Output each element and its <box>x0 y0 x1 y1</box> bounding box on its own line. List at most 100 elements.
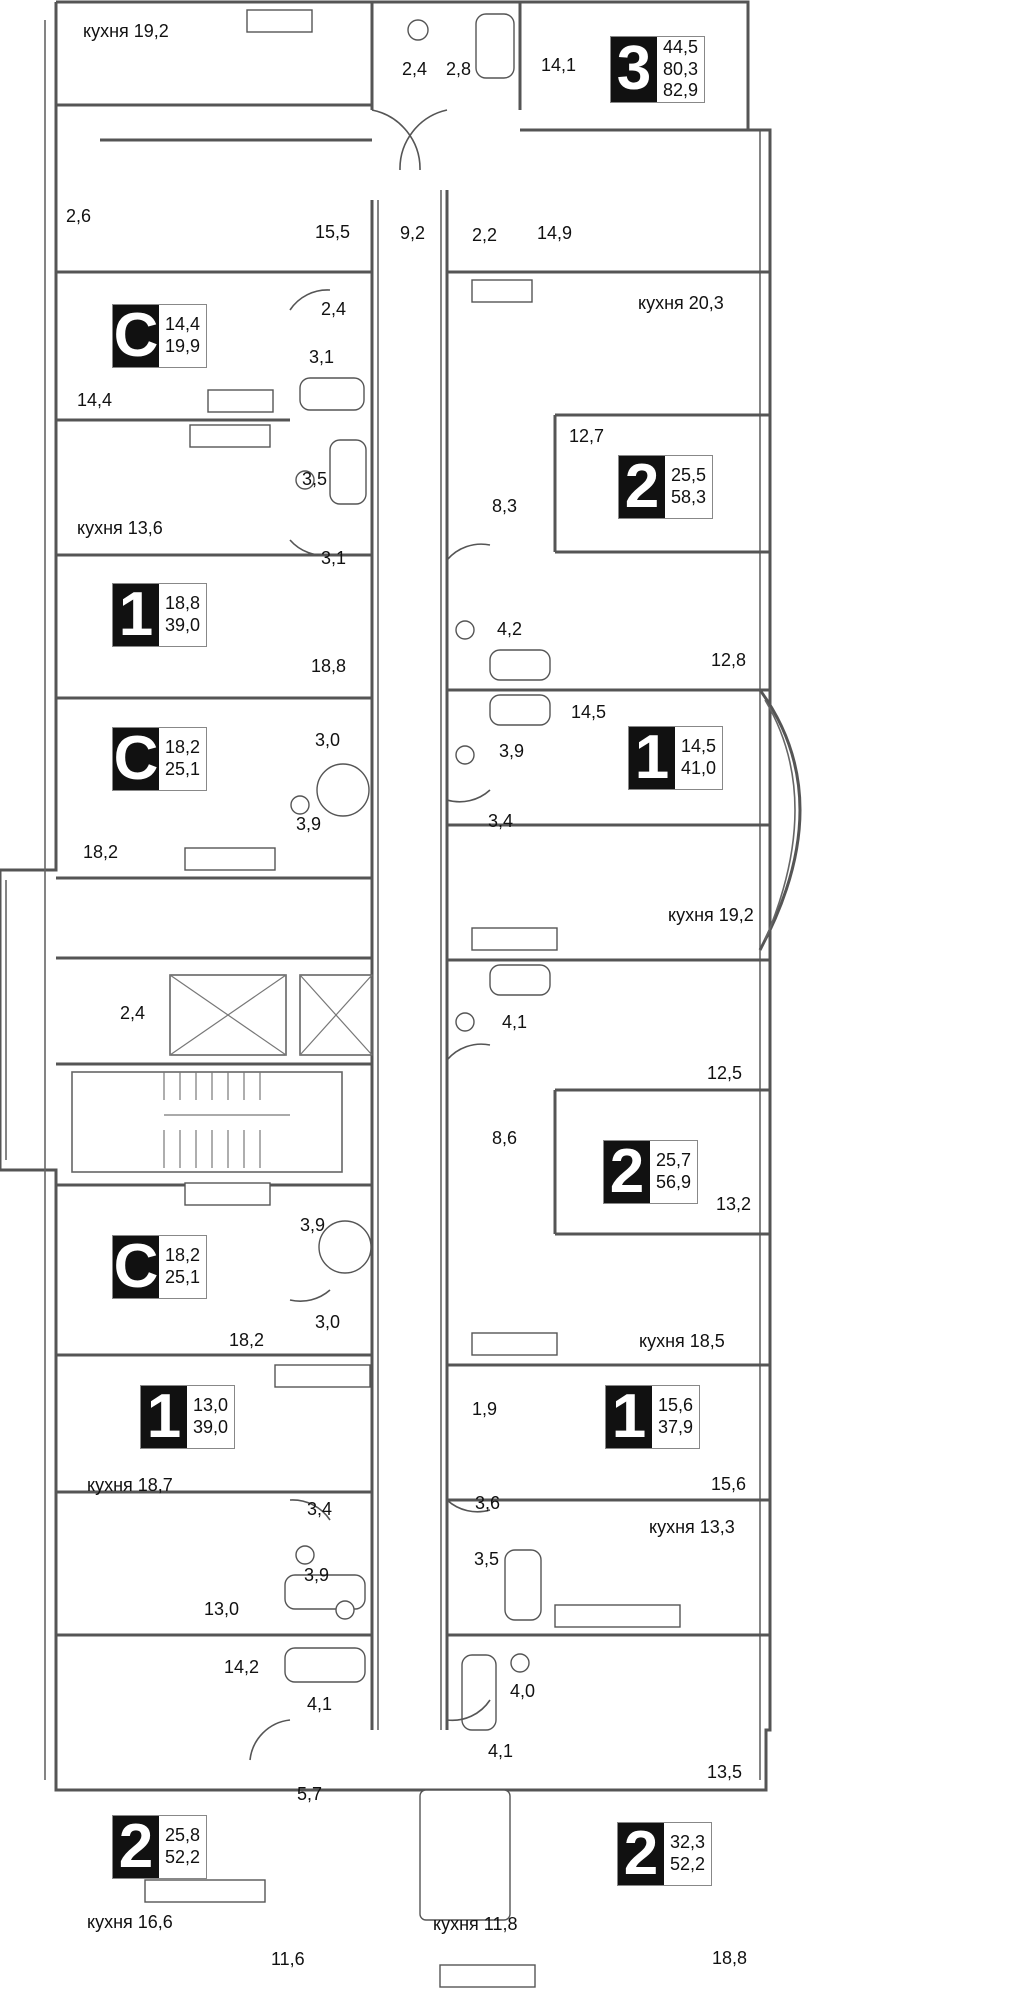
apartment-badge-studio: С 18,2 25,1 <box>112 724 208 793</box>
badge-type: 1 <box>629 727 675 789</box>
room-area-label: 12,7 <box>569 426 605 446</box>
badge-area: 44,5 <box>663 37 699 57</box>
room-area-label: 5,7 <box>297 1784 323 1804</box>
room-area-label: 14,9 <box>537 223 573 243</box>
room-area-label: кухня 18,7 <box>87 1475 173 1495</box>
badge-type: 2 <box>618 1823 664 1885</box>
room-area-label: 4,1 <box>502 1012 528 1032</box>
room-area-label: 1,9 <box>472 1399 498 1419</box>
badge-area: 19,9 <box>165 336 201 356</box>
badge-area: 25,8 <box>165 1825 201 1846</box>
badge-type: 2 <box>604 1141 650 1203</box>
apartment-badge-1: 1 14,5 41,0 <box>628 726 724 790</box>
room-area-label: 8,3 <box>492 496 518 516</box>
apartment-badge-2: 2 25,8 52,2 <box>112 1815 208 1879</box>
badge-type: 1 <box>141 1386 187 1448</box>
badge-area: 18,8 <box>165 593 201 614</box>
badge-type: 3 <box>611 37 657 102</box>
kitchen-counters <box>144 9 681 1988</box>
badge-area: 82,9 <box>663 80 699 101</box>
badge-area: 58,3 <box>671 487 707 507</box>
room-area-label: кухня 19,2 <box>668 905 754 925</box>
badge-area: 52,2 <box>670 1854 706 1874</box>
badge-type: С <box>113 301 159 370</box>
room-area-label: 18,2 <box>229 1330 265 1350</box>
badge-area: 18,2 <box>165 1245 201 1266</box>
room-area-label: 18,8 <box>311 656 347 676</box>
room-area-label: 3,5 <box>474 1549 500 1569</box>
apartment-badge-1: 1 18,8 39,0 <box>112 583 208 647</box>
apartment-badge-2: 2 25,5 58,3 <box>618 455 714 519</box>
badge-area: 14,4 <box>165 314 201 335</box>
badge-area: 15,6 <box>658 1395 694 1416</box>
room-area-label: 11,6 <box>271 1949 305 1969</box>
room-area-label: 4,2 <box>497 619 523 639</box>
room-area-label: кухня 13,6 <box>77 518 163 538</box>
room-area-label: 14,2 <box>224 1657 260 1677</box>
room-area-label: кухня 11,8 <box>433 1914 518 1934</box>
stairwell <box>71 974 373 1173</box>
badge-area: 39,0 <box>165 615 201 635</box>
badge-area: 25,5 <box>671 465 707 486</box>
room-area-label: 2,2 <box>472 225 498 245</box>
room-area-label: кухня 19,2 <box>83 21 169 41</box>
room-area-label: 3,4 <box>307 1499 333 1519</box>
room-area-label: 3,0 <box>315 730 341 750</box>
bay-window <box>758 689 802 951</box>
room-area-label: 9,2 <box>400 223 426 243</box>
room-area-label: 3,6 <box>475 1493 501 1513</box>
badge-area: 80,3 <box>663 58 699 79</box>
badge-type: С <box>113 1232 159 1301</box>
badge-area: 37,9 <box>658 1417 694 1437</box>
apartment-badge-2: 2 32,3 52,2 <box>617 1822 713 1886</box>
room-area-label: 3,5 <box>302 469 328 489</box>
room-area-label: кухня 13,3 <box>649 1517 735 1537</box>
room-area-label: 3,1 <box>321 548 347 568</box>
room-area-label: 2,8 <box>446 59 472 79</box>
room-area-label: 2,4 <box>120 1003 146 1023</box>
room-area-label: 12,8 <box>711 650 747 670</box>
room-area-label: кухня 20,3 <box>638 293 724 313</box>
badge-type: 1 <box>606 1386 652 1448</box>
badge-area: 14,5 <box>681 736 717 757</box>
corridor-walls <box>370 190 449 1730</box>
room-area-label: 3,4 <box>488 811 514 831</box>
room-area-label: 4,1 <box>488 1741 514 1761</box>
room-area-label: 3,9 <box>499 741 525 761</box>
room-area-label: 2,6 <box>66 206 92 226</box>
room-area-label: 3,9 <box>296 814 322 834</box>
bay-window-inner <box>764 699 796 941</box>
room-area-label: 4,1 <box>307 1694 333 1714</box>
badge-type: 2 <box>619 456 665 518</box>
apartment-badge-studio: С 18,2 25,1 <box>112 1232 208 1301</box>
right-partitions <box>447 128 770 1637</box>
bathroom-fixtures <box>284 13 551 1731</box>
room-area-label: 2,4 <box>402 59 428 79</box>
badge-area: 25,1 <box>165 759 201 779</box>
badge-area: 39,0 <box>193 1417 229 1437</box>
apartment-badge-1: 1 13,0 39,0 <box>140 1385 236 1449</box>
badge-area: 18,2 <box>165 737 201 758</box>
room-area-label: 13,0 <box>204 1599 240 1619</box>
room-area-label: 3,0 <box>315 1312 341 1332</box>
apartment-badge-3: 3 44,5 80,3 82,9 <box>610 36 706 103</box>
room-area-label: 14,1 <box>541 55 577 75</box>
room-area-label: 13,5 <box>707 1762 743 1782</box>
room-area-label: 3,9 <box>304 1565 330 1585</box>
apartment-badge-1: 1 15,6 37,9 <box>605 1385 701 1449</box>
room-area-label: 4,0 <box>510 1681 536 1701</box>
room-area-label: кухня 16,6 <box>87 1912 173 1932</box>
doors <box>249 109 491 1761</box>
room-area-label: 18,8 <box>712 1948 748 1968</box>
left-partitions <box>56 2 522 1792</box>
room-area-label: кухня 18,5 <box>639 1331 725 1351</box>
room-area-label: 2,4 <box>321 299 347 319</box>
room-area-label: 15,6 <box>711 1474 747 1494</box>
badge-area: 56,9 <box>656 1172 692 1192</box>
room-area-label: 12,5 <box>707 1063 743 1083</box>
room-area-label: 14,5 <box>571 702 607 722</box>
badge-area: 25,1 <box>165 1267 201 1287</box>
badge-type: 1 <box>113 584 159 646</box>
badge-type: С <box>113 724 159 793</box>
